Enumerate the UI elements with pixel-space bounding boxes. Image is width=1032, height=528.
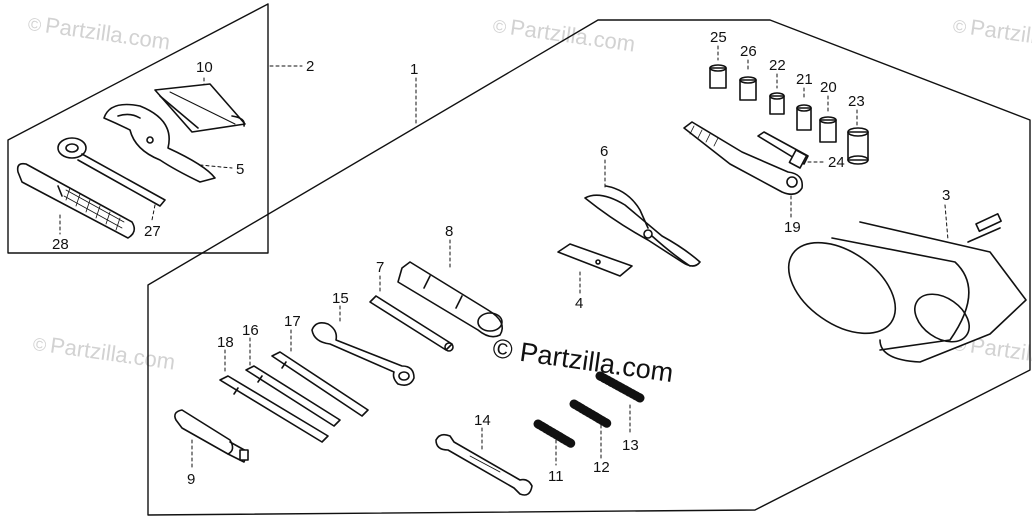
part-7-handle-bar [369, 295, 454, 352]
callout-17: 17 [284, 313, 301, 330]
part-19-ratchet-handle [683, 121, 804, 196]
part-16-screwdriver-bit [245, 365, 341, 427]
main-group-outline [147, 19, 1031, 516]
callout-2: 2 [306, 58, 314, 75]
callout-27: 27 [144, 223, 161, 240]
part-21-socket [796, 104, 812, 131]
leader-lines [59, 45, 949, 469]
callout-3: 3 [942, 187, 950, 204]
part-14-open-wrench [435, 433, 533, 496]
part-4-gauge-plate [557, 243, 633, 277]
callout-4: 4 [575, 295, 583, 312]
callout-8: 8 [445, 223, 453, 240]
left-group-outline [7, 3, 269, 254]
callout-11: 11 [548, 468, 564, 485]
callout-6: 6 [600, 143, 608, 160]
callout-10: 10 [196, 59, 213, 76]
callout-21: 21 [796, 71, 813, 88]
callout-14: 14 [474, 412, 491, 429]
part-25-socket [709, 64, 727, 89]
callout-9: 9 [187, 471, 195, 488]
callout-1: 1 [410, 61, 418, 78]
callout-12: 12 [593, 459, 610, 476]
part-13-spring [595, 371, 645, 403]
callout-20: 20 [820, 79, 837, 96]
part-11-spring [533, 419, 577, 449]
part-8-plug-wrench [397, 261, 504, 338]
callout-25: 25 [710, 29, 727, 46]
part-9-screwdriver-grip [174, 409, 249, 463]
part-23-socket [847, 127, 869, 165]
part-5-hook-spanner [103, 103, 216, 183]
part-6-pliers [584, 185, 701, 267]
callout-5: 5 [236, 161, 244, 178]
callout-13: 13 [622, 437, 639, 454]
part-22-socket [769, 92, 785, 115]
callout-15: 15 [332, 290, 349, 307]
part-12-spring [569, 399, 613, 429]
callout-23: 23 [848, 93, 865, 110]
callout-7: 7 [376, 259, 384, 276]
part-27-box-wrench [57, 137, 166, 207]
part-20-socket [819, 116, 837, 143]
callout-18: 18 [217, 334, 234, 351]
part-17-screwdriver-shaft [271, 351, 369, 417]
part-10-tool-bag [154, 83, 246, 133]
part-18-screwdriver-bit [219, 375, 329, 443]
part-24-extension-bar [757, 131, 809, 169]
callout-22: 22 [769, 57, 786, 74]
callout-16: 16 [242, 322, 259, 339]
callout-19: 19 [784, 219, 801, 236]
part-26-socket [739, 76, 757, 101]
part-3-tool-roll [787, 213, 1027, 363]
callout-26: 26 [740, 43, 757, 60]
callout-24: 24 [828, 154, 845, 171]
part-15-combination-wrench [311, 322, 415, 386]
part-28-screwdriver-handle [16, 162, 136, 239]
callout-28: 28 [52, 236, 69, 253]
